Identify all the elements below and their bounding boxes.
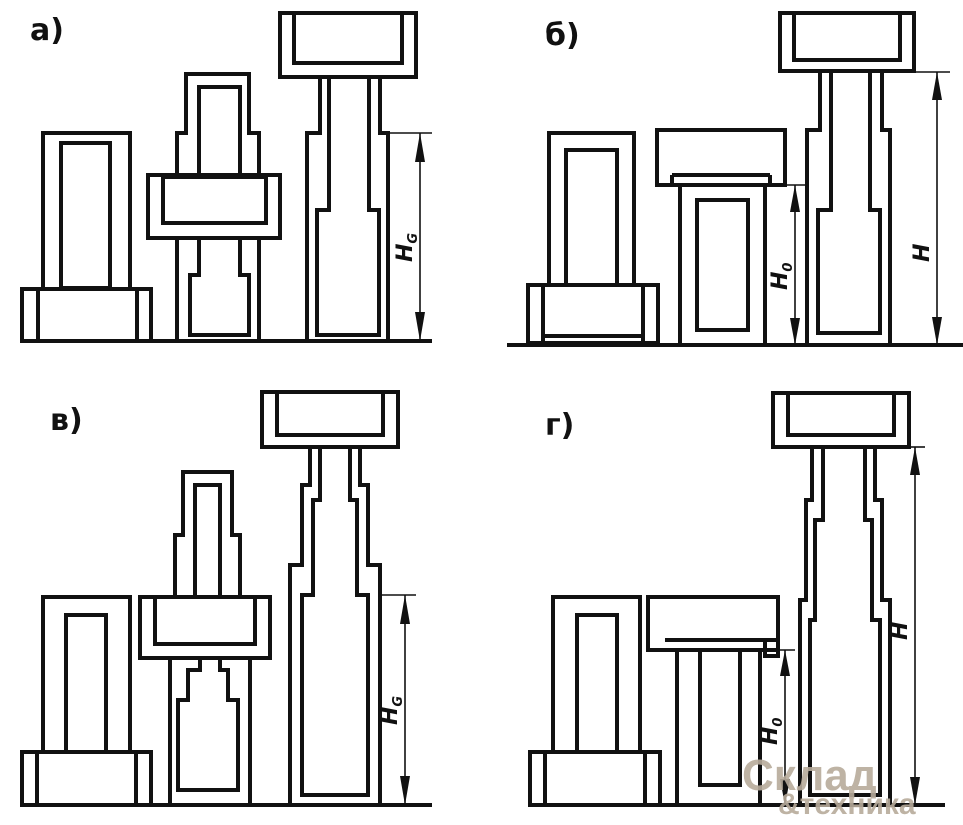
watermark-logo: Склад &техника — [742, 751, 916, 821]
panel-label-v: в) — [50, 403, 83, 438]
panel-v: в) HG — [20, 390, 432, 807]
panel-label-a: а) — [30, 13, 64, 48]
extended-mast — [278, 11, 418, 343]
collapsed-mast — [526, 131, 660, 345]
dimension-h0: H0 — [765, 184, 805, 345]
panel-a: а) HG — [20, 11, 432, 343]
watermark-line2: &техника — [778, 788, 916, 821]
dimension-label: HG — [393, 233, 421, 262]
panel-label-b: б) — [545, 18, 580, 53]
dimension-label: H — [910, 244, 935, 262]
dimension-hg: HG — [378, 594, 416, 805]
dimension-label: HG — [378, 696, 406, 725]
extended-mast — [778, 11, 916, 347]
watermark-line1: Склад — [742, 751, 877, 800]
dimension-hg: HG — [388, 132, 432, 341]
dimension-label: H — [888, 622, 913, 640]
dimension-label: H0 — [768, 263, 796, 290]
free-lift-mast — [138, 470, 272, 807]
extended-mast — [771, 391, 911, 807]
free-lift-mast — [646, 595, 780, 807]
collapsed-mast — [528, 595, 662, 807]
dimension-h: H — [888, 446, 925, 805]
panel-label-g: г) — [545, 408, 574, 443]
free-lift-mast — [146, 72, 282, 343]
collapsed-mast — [20, 595, 153, 807]
collapsed-mast — [20, 131, 153, 343]
extended-mast — [260, 390, 400, 807]
dimension-label: H0 — [758, 718, 786, 745]
free-lift-mast — [655, 128, 787, 347]
dimension-h: H — [910, 71, 950, 345]
dimension-h0: H0 — [758, 649, 795, 805]
panel-g: г) H0 — [528, 391, 945, 807]
panel-b: б) H0 — [507, 11, 963, 347]
